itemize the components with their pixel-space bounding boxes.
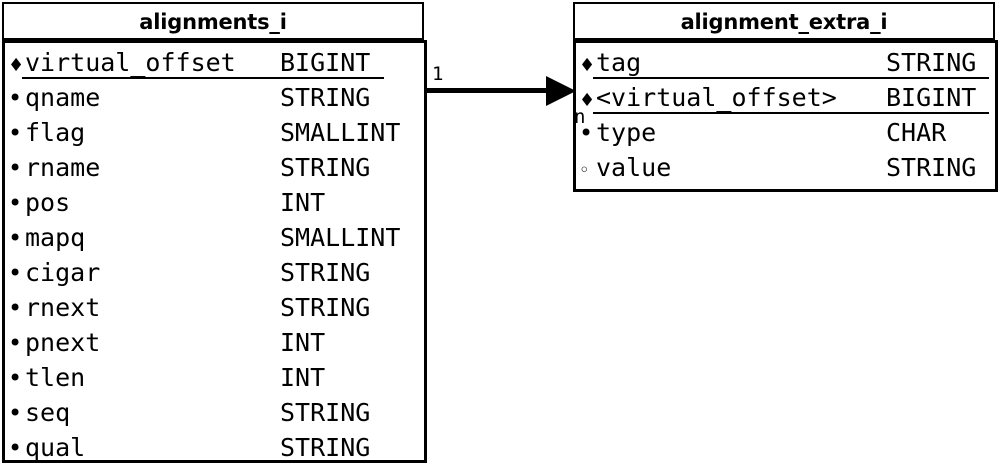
- attribute-name: pos: [25, 188, 71, 217]
- attribute-type: STRING: [886, 48, 977, 77]
- attribute-name: cigar: [25, 258, 101, 287]
- attribute-name: qname: [25, 83, 101, 112]
- entity-title-alignment-extra-i: alignment_extra_i: [573, 2, 995, 40]
- attribute-type: STRING: [280, 293, 371, 322]
- required-dot-icon: •: [8, 189, 23, 217]
- attribute-row[interactable]: • type CHAR: [576, 115, 995, 150]
- relationship-line: [424, 88, 554, 93]
- attribute-row[interactable]: • tlen INT: [5, 360, 424, 395]
- attribute-row[interactable]: • cigar STRING: [5, 255, 424, 290]
- attribute-row[interactable]: • qname STRING: [5, 80, 424, 115]
- required-dot-icon: •: [8, 294, 23, 322]
- attribute-type: INT: [280, 363, 326, 392]
- required-dot-icon: •: [8, 399, 23, 427]
- attribute-row[interactable]: ♦ tag STRING: [576, 45, 995, 80]
- attribute-type: BIGINT: [886, 83, 977, 112]
- attribute-type: INT: [280, 188, 326, 217]
- attribute-type: INT: [280, 328, 326, 357]
- attribute-row[interactable]: • flag SMALLINT: [5, 115, 424, 150]
- attribute-name: rname: [25, 153, 101, 182]
- attribute-type: STRING: [280, 153, 371, 182]
- attribute-name: mapq: [25, 223, 86, 252]
- attribute-row[interactable]: ♦ <virtual_offset> BIGINT: [576, 80, 995, 115]
- attribute-type: CHAR: [886, 118, 947, 147]
- attribute-row[interactable]: • seq STRING: [5, 395, 424, 430]
- attribute-name: tlen: [25, 363, 86, 392]
- cardinality-label-target: n: [574, 106, 586, 128]
- required-dot-icon: •: [579, 119, 594, 147]
- primary-key-diamond-icon: ♦: [8, 55, 25, 76]
- required-dot-icon: •: [8, 329, 23, 357]
- required-dot-icon: •: [8, 434, 23, 462]
- attribute-name: type: [596, 118, 657, 147]
- attribute-type: STRING: [280, 258, 371, 287]
- attribute-name: flag: [25, 118, 86, 147]
- attribute-type: BIGINT: [280, 48, 371, 77]
- entity-attribute-list-alignment-extra-i: ♦ tag STRING ♦ <virtual_offset> BIGINT •…: [573, 40, 998, 192]
- attribute-type: SMALLINT: [280, 118, 401, 147]
- attribute-row[interactable]: • mapq SMALLINT: [5, 220, 424, 255]
- attribute-row[interactable]: • rnext STRING: [5, 290, 424, 325]
- required-dot-icon: •: [8, 224, 23, 252]
- required-dot-icon: •: [8, 119, 23, 147]
- attribute-row[interactable]: • rname STRING: [5, 150, 424, 185]
- attribute-row[interactable]: ◦ value STRING: [576, 150, 995, 185]
- primary-key-diamond-icon: ♦: [579, 55, 596, 76]
- entity-attribute-list-alignments-i: ♦ virtual_offset BIGINT • qname STRING •…: [2, 40, 427, 463]
- entity-alignment-extra-i[interactable]: alignment_extra_i ♦ tag STRING ♦ <virtua…: [573, 2, 998, 192]
- attribute-type: STRING: [886, 153, 977, 182]
- required-dot-icon: •: [8, 84, 23, 112]
- attribute-type: STRING: [280, 433, 371, 462]
- required-dot-icon: •: [8, 259, 23, 287]
- attribute-name: pnext: [25, 328, 101, 357]
- attribute-row[interactable]: • pnext INT: [5, 325, 424, 360]
- attribute-name: seq: [25, 398, 71, 427]
- entity-alignments-i[interactable]: alignments_i ♦ virtual_offset BIGINT • q…: [2, 2, 427, 463]
- attribute-type: STRING: [280, 83, 371, 112]
- required-dot-icon: •: [8, 154, 23, 182]
- attribute-type: STRING: [280, 398, 371, 427]
- attribute-row[interactable]: • pos INT: [5, 185, 424, 220]
- attribute-row[interactable]: ♦ virtual_offset BIGINT: [5, 45, 424, 80]
- attribute-name: tag: [596, 48, 642, 77]
- attribute-type: SMALLINT: [280, 223, 401, 252]
- attribute-name: rnext: [25, 293, 101, 322]
- attribute-row[interactable]: • qual STRING: [5, 430, 424, 465]
- relationship-arrowhead-icon: [546, 76, 576, 106]
- cardinality-label-source: 1: [432, 63, 444, 85]
- attribute-name: qual: [25, 433, 86, 462]
- attribute-name: <virtual_offset>: [596, 83, 837, 112]
- required-dot-icon: •: [8, 364, 23, 392]
- optional-circle-icon: ◦: [579, 160, 590, 181]
- foreign-key-diamond-icon: ♦: [579, 90, 596, 111]
- attribute-name: value: [596, 153, 672, 182]
- attribute-name: virtual_offset: [25, 48, 236, 77]
- relationship-connector[interactable]: 1: [424, 65, 576, 114]
- entity-title-alignments-i: alignments_i: [2, 2, 424, 40]
